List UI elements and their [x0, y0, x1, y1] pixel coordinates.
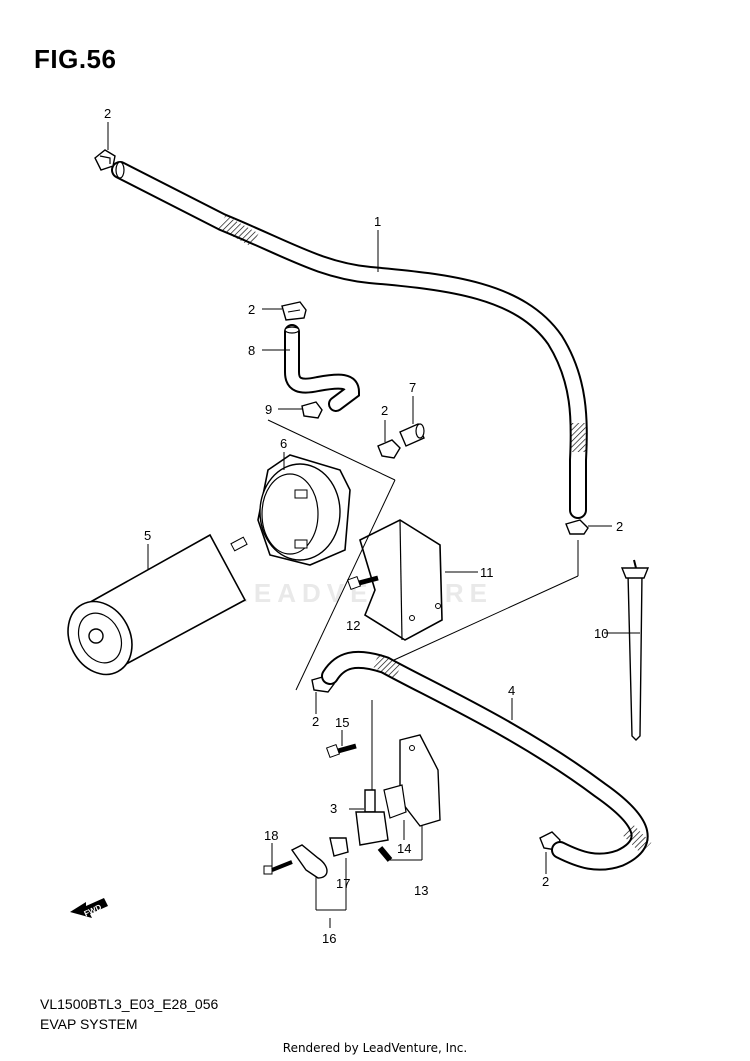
- callout-1: 1: [374, 214, 381, 229]
- callout-14: 14: [397, 841, 411, 856]
- leader-lines: [107, 122, 640, 928]
- callout-2: 2: [381, 403, 388, 418]
- fwd-arrow-icon: [70, 898, 108, 918]
- cover-11: [359, 519, 443, 641]
- callout-10: 10: [594, 626, 608, 641]
- connector-7: [399, 423, 425, 447]
- callout-2: 2: [616, 519, 623, 534]
- callout-12: 12: [346, 618, 360, 633]
- callout-6: 6: [280, 436, 287, 451]
- callout-7: 7: [409, 380, 416, 395]
- callout-9: 9: [265, 402, 272, 417]
- clamp-2-upper-left: [281, 301, 307, 321]
- callout-16: 16: [322, 931, 336, 946]
- clamp-2-top: [94, 149, 116, 171]
- figure-system: EVAP SYSTEM: [40, 1016, 138, 1032]
- bracket-13: [383, 734, 441, 827]
- callout-17: 17: [336, 876, 350, 891]
- figure-title: FIG.56: [34, 44, 117, 74]
- bracket-6: [257, 454, 351, 566]
- figure-code: VL1500BTL3_E03_E28_056: [40, 996, 219, 1012]
- hose-4: [321, 650, 652, 871]
- callout-2: 2: [542, 874, 549, 889]
- callout-11: 11: [480, 565, 494, 580]
- tie-10: [620, 559, 650, 741]
- bolt-12: [346, 575, 379, 591]
- footer-credit: Rendered by LeadVenture, Inc.: [282, 1041, 468, 1055]
- valve-3: [355, 789, 393, 862]
- bolt-15: [325, 743, 357, 759]
- clamp-2-right: [565, 519, 589, 535]
- callout-4: 4: [508, 683, 515, 698]
- callout-3: 3: [330, 801, 337, 816]
- clamp-2-mid: [377, 439, 401, 459]
- callout-13: 13: [414, 883, 428, 898]
- callout-5: 5: [144, 528, 151, 543]
- callout-2: 2: [312, 714, 319, 729]
- canister-5: [67, 533, 248, 676]
- callout-2: 2: [248, 302, 255, 317]
- clamp-9: [301, 401, 323, 419]
- clamp-16: [263, 837, 349, 879]
- callout-8: 8: [248, 343, 255, 358]
- hose-8: [284, 324, 361, 412]
- callout-2: 2: [104, 106, 111, 121]
- callout-15: 15: [335, 715, 349, 730]
- hose-1: [111, 161, 588, 519]
- callout-18: 18: [264, 828, 278, 843]
